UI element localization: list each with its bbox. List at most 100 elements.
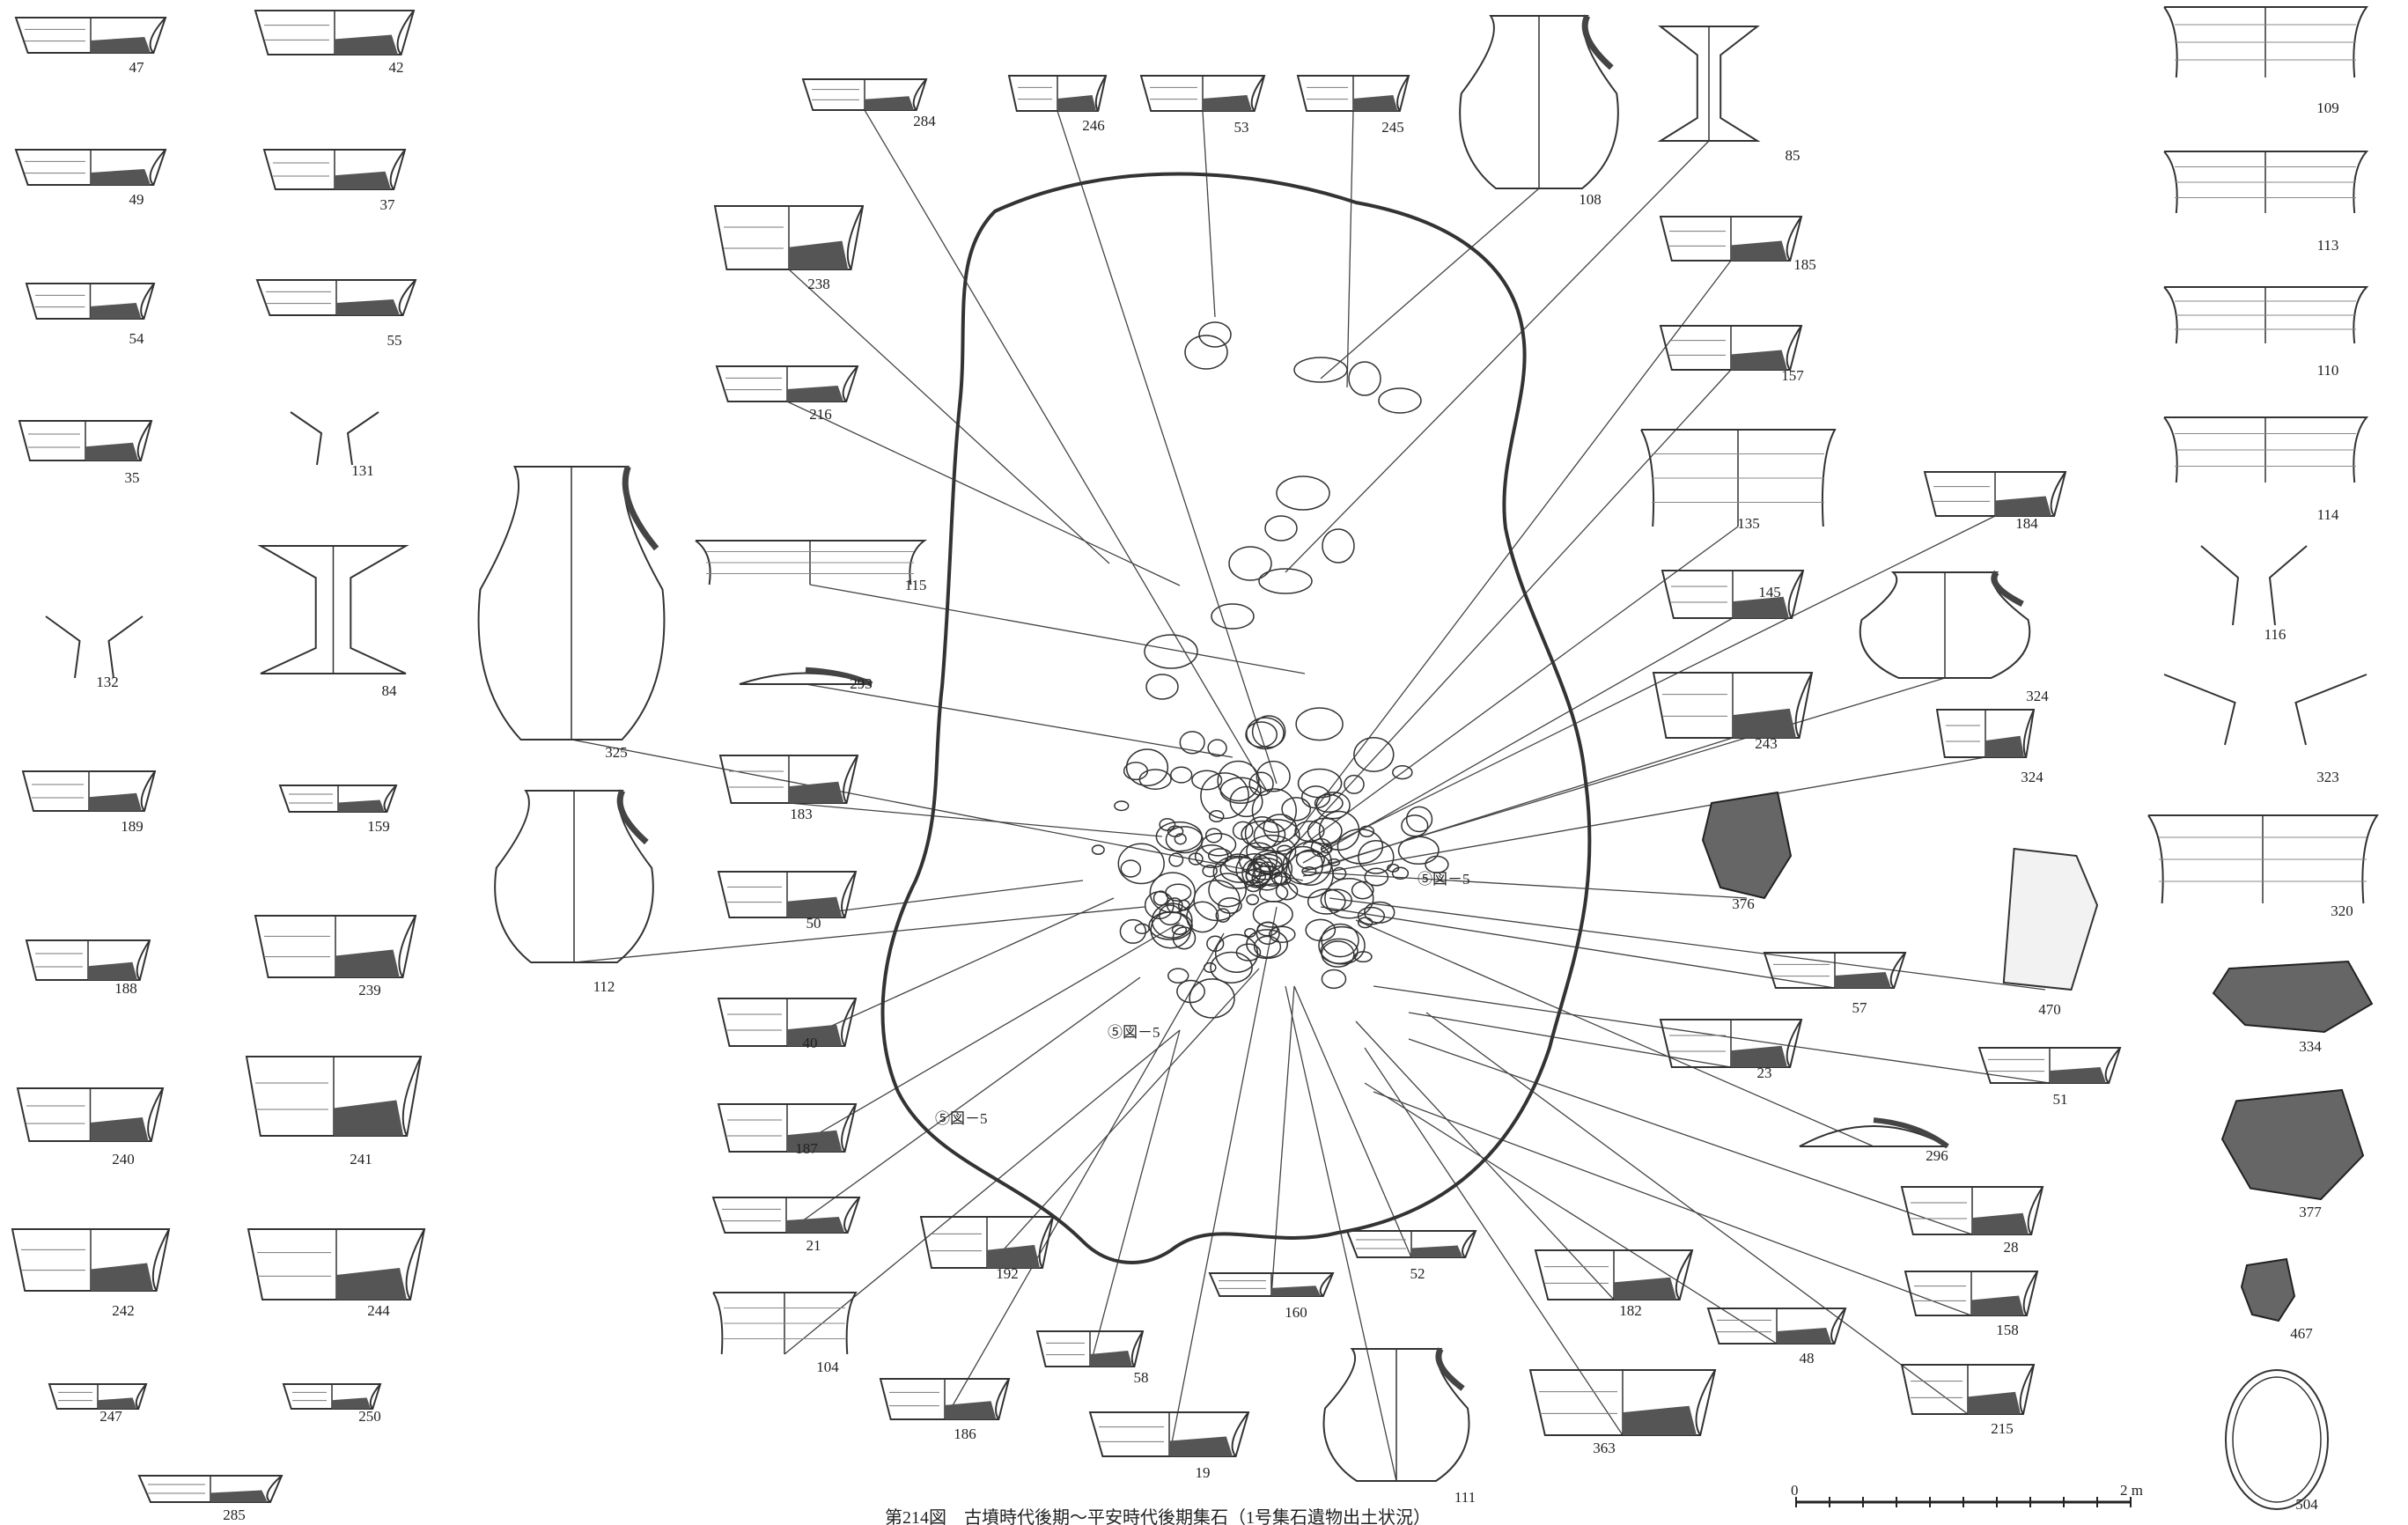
artifact-number: 324 (2026, 688, 2049, 704)
stone (1328, 858, 1341, 867)
artifact-number: 50 (806, 915, 821, 932)
artifact-number: 28 (2004, 1239, 2019, 1256)
stone (1264, 515, 1298, 541)
leader-line (1346, 110, 1354, 388)
artifact-number: 245 (1381, 119, 1404, 136)
leader-line (864, 109, 1269, 793)
artifact-number: 19 (1196, 1464, 1211, 1481)
stone (1200, 832, 1237, 857)
stone (1256, 921, 1278, 937)
stone (1344, 774, 1365, 794)
leader-line (809, 584, 1306, 674)
stone (1275, 881, 1299, 901)
stone (1348, 361, 1381, 396)
stone (1228, 546, 1272, 581)
artifact-number: 51 (2053, 1091, 2068, 1108)
artifact-number: 215 (1991, 1420, 2014, 1437)
artifact-157: 157 (1659, 325, 1804, 384)
stone (1150, 910, 1191, 949)
stone (1321, 923, 1359, 958)
stone (1212, 855, 1263, 889)
artifact-number: 37 (380, 196, 396, 213)
leader-line (1302, 677, 1946, 873)
leader-line (1089, 1029, 1181, 1367)
stone (1172, 926, 1197, 950)
leader-line (1355, 919, 1874, 1147)
artifact-325: 325 (477, 465, 666, 761)
stone (1238, 842, 1278, 877)
artifact-284: 284 (801, 78, 936, 129)
stone (1321, 969, 1347, 990)
artifact-51: 51 (1977, 1047, 2122, 1108)
leader-line (1293, 369, 1732, 846)
stone (1268, 925, 1296, 943)
artifact-114: 114 (2163, 416, 2369, 523)
stone (1246, 717, 1285, 750)
stone (1171, 925, 1188, 936)
stone (1159, 818, 1176, 831)
stone (1287, 841, 1333, 886)
stone (1198, 321, 1232, 348)
artifact-number: 182 (1619, 1302, 1642, 1319)
stone (1210, 951, 1253, 984)
artifact-58: 58 (1035, 1330, 1149, 1386)
stone (1119, 918, 1147, 944)
artifact-363: 363 (1528, 1369, 1717, 1456)
artifact-number: 244 (367, 1302, 390, 1319)
artifact-number: 239 (358, 982, 381, 998)
stone (1251, 865, 1283, 891)
stone (1193, 880, 1241, 922)
scale-bar: 0 2 m (1791, 1482, 2143, 1507)
stone (1241, 820, 1286, 849)
artifact-number: 108 (1579, 191, 1602, 208)
artifact-number: 284 (913, 113, 936, 129)
artifact-number: 242 (112, 1302, 135, 1319)
artifact-246: 246 (1007, 75, 1108, 134)
artifact-48: 48 (1706, 1308, 1847, 1367)
stone (1314, 793, 1344, 814)
artifact-110: 110 (2163, 286, 2369, 379)
artifact-number: 296 (1926, 1147, 1948, 1164)
artifact-number: 470 (2038, 1001, 2061, 1018)
artifact-187: 187 (717, 1103, 858, 1157)
artifact-number: 49 (129, 191, 144, 208)
artifact-number: 323 (2316, 769, 2339, 785)
artifact-number: 243 (1755, 735, 1778, 752)
leader-line (1057, 110, 1278, 785)
stone (1148, 911, 1193, 940)
stone (1114, 800, 1130, 812)
stone (1295, 707, 1344, 741)
stone (1218, 897, 1242, 914)
stone (1391, 866, 1410, 880)
leader-line (1320, 188, 1540, 379)
stone (1353, 737, 1395, 772)
stone (1219, 857, 1262, 883)
artifact-number: 42 (389, 59, 404, 76)
artifact-number: 58 (1134, 1369, 1149, 1386)
stone (1253, 853, 1283, 873)
leader-line (1425, 1012, 1969, 1415)
pit-outline (880, 172, 1592, 1264)
stone (1134, 923, 1150, 934)
artifact-number: 21 (806, 1237, 821, 1254)
artifact-131: 131 (290, 411, 379, 479)
leader-line (1373, 985, 2051, 1084)
stone-cluster (1091, 321, 1449, 1019)
leader-line (1302, 617, 1734, 864)
artifact-160: 160 (1208, 1272, 1335, 1321)
artifact-376: 376 (1701, 791, 1793, 912)
artifact-108: 108 (1459, 14, 1619, 208)
artifact-21: 21 (711, 1197, 861, 1254)
leader-line (1408, 1038, 1973, 1235)
artifact-55: 55 (255, 279, 417, 349)
stone (1155, 821, 1203, 852)
artifact-240: 240 (16, 1087, 165, 1168)
artifact-number: 241 (350, 1151, 372, 1168)
leader-line (1302, 871, 1748, 899)
stone (1246, 834, 1297, 868)
artifact-number: 159 (367, 818, 390, 835)
leader-line (788, 802, 1163, 837)
stone (1245, 880, 1262, 893)
stone (1117, 843, 1165, 885)
artifact-84: 84 (257, 545, 409, 699)
